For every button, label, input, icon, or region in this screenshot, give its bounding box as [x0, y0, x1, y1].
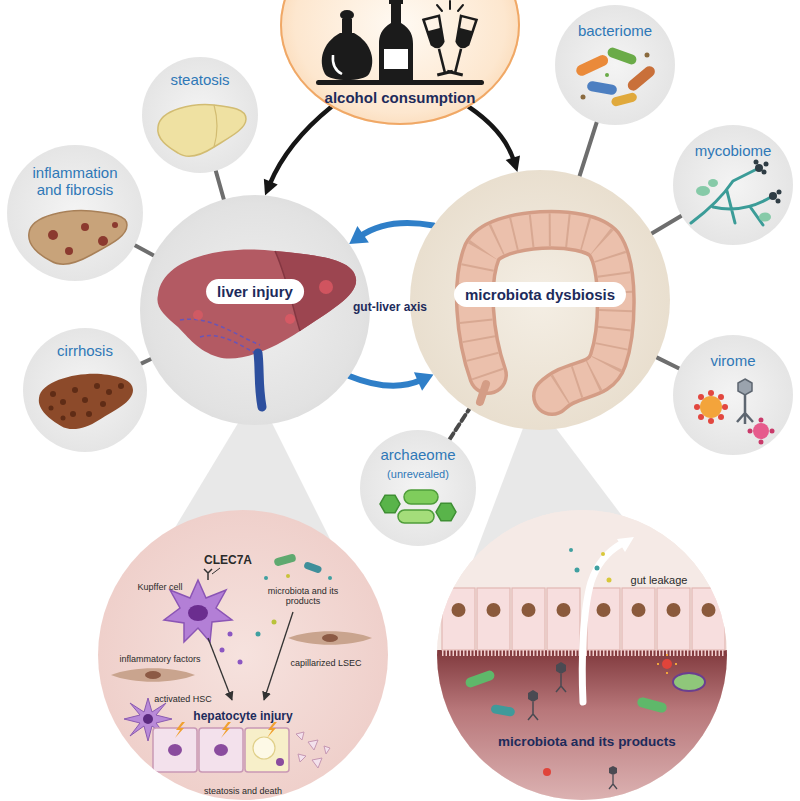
- leader-line: [135, 245, 154, 255]
- process-arrow: [264, 107, 331, 196]
- node-label: virome: [710, 352, 755, 369]
- leader-line: [450, 409, 470, 439]
- node-label: capillarized LSEC: [290, 658, 361, 668]
- steatosis-circle: steatosis: [142, 57, 258, 173]
- node-label: (unrevealed): [387, 468, 449, 481]
- connector-line: [349, 376, 421, 386]
- text-anchor: capillarized LSEC: [290, 652, 361, 670]
- archaeome-circle: archaeome (unrevealed): [360, 430, 476, 546]
- node-label: alcohol consumption: [325, 89, 476, 106]
- text-anchor: microbiota and its products: [498, 732, 676, 750]
- node-label: CLEC7A: [204, 554, 252, 568]
- liver-circle: liver injury: [140, 195, 370, 425]
- alcohol-illustration: [280, 0, 520, 125]
- node-label: mycobiome: [695, 142, 772, 159]
- leader-line: [216, 171, 224, 199]
- node-label: inflammation and fibrosis: [19, 164, 131, 199]
- leader-line: [657, 357, 680, 368]
- axis-label: gut-liver axis: [353, 301, 427, 315]
- connector-line: [270, 107, 332, 184]
- text-anchor: steatosis: [170, 71, 229, 89]
- node-label: gut leakage: [631, 574, 688, 587]
- text-anchor: inflammation and fibrosis: [19, 164, 131, 199]
- text-anchor: liver injury: [206, 279, 304, 304]
- liver-illustration: [140, 195, 370, 425]
- leader-line: [141, 359, 151, 364]
- fibrosis-circle: inflammation and fibrosis: [7, 145, 143, 281]
- node-label: hepatocyte injury: [193, 710, 292, 724]
- connector-line: [135, 245, 154, 255]
- text-anchor: gut leakage: [631, 570, 688, 588]
- text-anchor: inflammatory factors: [119, 648, 200, 666]
- node-label: bacteriome: [578, 22, 652, 39]
- connector-line: [216, 171, 224, 199]
- connector-line: [141, 359, 151, 364]
- text-anchor: virome: [710, 352, 755, 370]
- process-arrow: [469, 107, 520, 172]
- leader-line: [652, 216, 682, 234]
- text-anchor: alcohol consumption: [325, 89, 476, 107]
- mycobiome-circle: mycobiome: [673, 125, 793, 245]
- text-anchor: gut-liver axis: [353, 297, 427, 315]
- axis-arrow: [349, 223, 433, 244]
- text-anchor: archaeome: [380, 446, 455, 464]
- axis-arrow: [349, 372, 433, 390]
- node-label: cirrhosis: [57, 342, 113, 359]
- node-label: microbiota and its products: [267, 586, 339, 607]
- node-label: inflammatory factors: [119, 654, 200, 664]
- leader-line: [580, 122, 597, 176]
- text-anchor: activated HSC: [154, 688, 212, 706]
- text-anchor: mycobiome: [695, 142, 772, 160]
- connector-line: [360, 223, 433, 236]
- text-anchor: bacteriome: [578, 22, 652, 40]
- connector-line: [450, 409, 470, 439]
- text-anchor: hepatocyte injury: [193, 706, 292, 724]
- gut-detail-circle: gut leakage microbiota and its products: [437, 510, 727, 800]
- hepatic-detail-circle: CLEC7A Kupffer cell microbiota and its pro…: [98, 510, 388, 800]
- node-label: steatosis: [170, 71, 229, 88]
- text-anchor: steatosis and death: [204, 780, 282, 798]
- node-label: activated HSC: [154, 694, 212, 704]
- text-anchor: cirrhosis: [57, 342, 113, 360]
- bacteriome-circle: bacteriome: [555, 5, 675, 125]
- node-label: archaeome: [380, 446, 455, 463]
- text-anchor: CLEC7A: [204, 550, 252, 568]
- connector-line: [469, 107, 514, 161]
- arrow-head: [414, 372, 434, 390]
- gut-circle: microbiota dysbiosis: [410, 170, 670, 430]
- text-anchor: Kupffer cell: [138, 576, 183, 594]
- node-label: steatosis and death: [204, 786, 282, 796]
- connector-line: [657, 357, 680, 368]
- arrow-head: [264, 179, 278, 196]
- text-anchor: microbiota dysbiosis: [454, 282, 626, 307]
- connector-line: [580, 122, 597, 176]
- node-label: microbiota dysbiosis: [454, 282, 626, 307]
- text-anchor: microbiota and its products: [267, 586, 339, 607]
- node-label: liver injury: [206, 279, 304, 304]
- cirrhosis-circle: cirrhosis: [23, 328, 147, 452]
- arrow-head: [506, 155, 520, 172]
- node-label: microbiota and its products: [498, 734, 676, 750]
- alcohol-circle: alcohol consumption: [280, 0, 520, 125]
- arrow-head: [349, 226, 369, 244]
- virome-circle: virome: [673, 335, 793, 455]
- node-label: Kupffer cell: [138, 582, 183, 592]
- gut-barrier-illustration: [437, 510, 727, 800]
- text-anchor: (unrevealed): [387, 464, 449, 482]
- connector-line: [652, 216, 682, 234]
